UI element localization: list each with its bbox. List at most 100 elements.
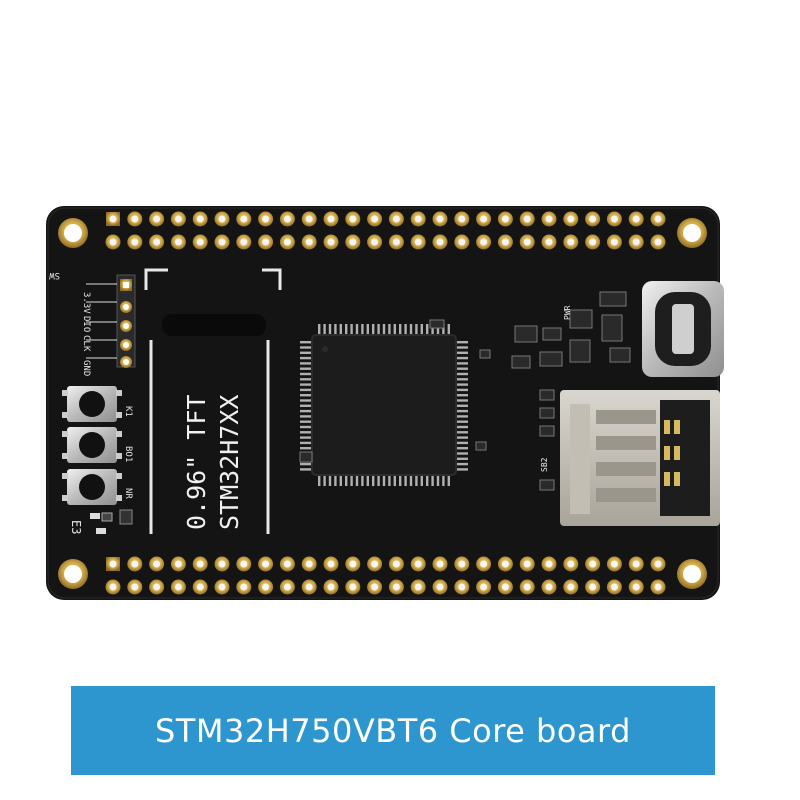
mcu-pin [431,474,434,486]
header-pad-hole [458,583,466,591]
header-pad-hole [327,560,335,568]
header-pad-hole [262,238,270,246]
header-pad-hole [610,238,618,246]
mcu-pin [361,324,364,336]
mcu-pin [455,383,468,386]
mcu-pin [455,388,468,392]
header-pad-hole [458,560,466,568]
mcu-pin [455,362,468,365]
pin-label-3v3: 3.3V [81,292,91,314]
mcu-pin [409,324,413,336]
mcu-pin [345,324,348,336]
header-pad-hole [283,560,291,568]
header-pad-hole [523,560,531,568]
header-pad-hole [349,238,357,246]
caption-text: STM32H750VBT6 Core board [155,711,631,750]
mcu-pin [455,431,468,434]
header-pad-hole [610,583,618,591]
header-pad-hole [174,560,182,568]
mcu-pin [355,474,359,486]
mcu-pin [455,409,468,413]
header-pad-hole [654,560,662,568]
mcu-pin [382,324,386,336]
header-pad-hole [371,215,379,223]
header-pad-hole [501,215,509,223]
header-pad-hole [305,238,313,246]
header-pad-hole [283,215,291,223]
mcu-pin [399,324,402,336]
header-pad-hole [392,215,400,223]
mcu-pin [339,324,342,336]
mcu-pin [455,372,468,376]
header-pad-hole [131,238,139,246]
mcu-pin [300,394,313,397]
header-pad-hole [654,238,662,246]
header-pad-hole [240,583,248,591]
header-pad-hole [414,215,422,223]
header-pad-hole [589,583,597,591]
header-pad-hole [480,238,488,246]
mcu-pin [455,367,468,370]
mcu-pin [447,324,450,336]
header-pad-hole [523,583,531,591]
pin-label-sw: SW [49,270,60,280]
mcu-pin [455,346,468,349]
header-pad-hole [501,560,509,568]
mcu-pin [323,324,326,336]
header-pad-hole [589,238,597,246]
header-pad-hole [371,583,379,591]
header-pad-hole [131,560,139,568]
mcu-pin [455,356,468,360]
mcu-pin [436,324,440,336]
header-pad-hole [349,560,357,568]
header-pad-hole [371,560,379,568]
pin-label-gnd: GND [81,360,91,376]
mcu-pin [300,468,313,471]
mcu-pin [455,441,468,445]
mcu-pin [323,474,326,486]
mcu-pin [300,431,313,434]
mcu-pin [300,351,313,354]
mcu-pin [409,474,413,486]
button-label-nr: NR [123,488,133,499]
header-pad-hole [414,560,422,568]
mcu-pin [300,404,313,407]
header-pad-hole [501,583,509,591]
header-pad-hole [174,583,182,591]
header-pad-hole [501,238,509,246]
mcu-pin [300,436,313,439]
header-pad-hole [283,238,291,246]
header-pad-hole [589,215,597,223]
mcu-pin [334,324,337,336]
mcu-pin [300,420,313,423]
header-pad-hole [436,238,444,246]
mcu-pin [420,474,423,486]
header-pad-hole [371,238,379,246]
mcu-pin [455,378,468,381]
mcu-pin [455,462,468,466]
push-buttons [62,386,122,505]
bottom-header-pins [105,556,666,595]
mcu-pin [393,474,396,486]
mcu-pin [300,372,313,376]
mcu-pin [300,346,313,349]
button-label-bo1: BO1 [123,446,133,462]
header-pad-hole [392,560,400,568]
mcu-pin [404,474,407,486]
header-pad-hole [610,215,618,223]
mcu-pin [436,474,440,486]
header-pad-hole [153,238,161,246]
mcu-pin [328,324,332,336]
mcu-pin [455,351,468,354]
mcu-pin [300,447,313,450]
header-pad-hole [196,238,204,246]
header-pad-hole [436,215,444,223]
mcu-pin [300,378,313,381]
header-pad-hole [262,560,270,568]
swd-header [86,274,136,368]
header-pad-hole [545,215,553,223]
mcu-pin [415,324,418,336]
mcu-pin [300,356,313,360]
header-pad-hole [567,238,575,246]
header-pad-hole [654,215,662,223]
